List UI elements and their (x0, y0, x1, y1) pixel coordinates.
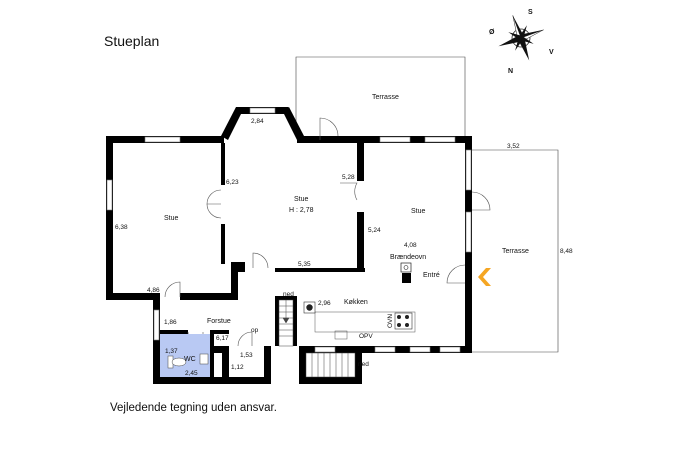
disclaimer-text: Vejledende tegning uden ansvar. (110, 402, 277, 414)
wc-room-upper (160, 334, 210, 353)
label-ovn: OVN (387, 314, 394, 328)
room-terrasse-right: Terrasse (502, 248, 529, 255)
dim-5-28: 5,28 (342, 174, 355, 181)
compass-label-v: V (549, 49, 554, 56)
label-ned-bottom: ned (358, 361, 369, 368)
dim-3-52: 3,52 (507, 143, 520, 150)
windows (106, 107, 472, 353)
interior-walls (160, 143, 365, 380)
dim-2-45: 2,45 (185, 370, 198, 377)
room-entre: Entré (423, 272, 440, 279)
dim-6-38: 6,38 (115, 224, 128, 231)
compass-label-n: N (508, 68, 513, 75)
compass-label-o: Ø (489, 29, 495, 36)
dim-5-35: 5,35 (298, 261, 311, 268)
room-stue-center-height: H : 2,78 (289, 207, 314, 214)
compass-label-s: S (528, 9, 533, 16)
dim-6-23: 6,23 (226, 179, 239, 186)
room-stue-left: Stue (164, 215, 179, 222)
dim-2-96: 2,96 (318, 300, 331, 307)
dim-8-48: 8,48 (560, 248, 573, 255)
dim-1-12: 1,12 (231, 364, 244, 371)
dim-5-24: 5,24 (368, 227, 381, 234)
room-stue-right: Stue (411, 208, 426, 215)
room-wc: WC (184, 356, 196, 363)
room-terrasse-top: Terrasse (372, 94, 399, 101)
dim-1-86: 1,86 (164, 319, 177, 326)
braendeovn-icon (400, 262, 412, 283)
label-opv: OPV (359, 333, 373, 340)
label-braendeovn: Brændeovn (390, 254, 426, 261)
terrasse-right-outline (472, 149, 559, 353)
terrasse-top-outline (295, 56, 466, 137)
label-op: op (251, 327, 259, 334)
kitchen-counter (303, 301, 416, 340)
doors (164, 117, 491, 348)
dim-6-17: 6,17 (216, 335, 229, 342)
label-ned-top: ned (283, 291, 294, 298)
entry-arrow-icon (478, 268, 491, 286)
plan-title: Stueplan (104, 33, 160, 49)
dim-1-37: 1,37 (165, 348, 178, 355)
dim-4-86: 4,86 (147, 287, 160, 294)
dim-1-53: 1,53 (240, 352, 253, 359)
room-forstue: Forstue (207, 318, 231, 325)
dim-4-08: 4,08 (404, 242, 417, 249)
toilet-icon (167, 353, 209, 369)
room-stue-center: Stue (294, 196, 309, 203)
stairs (278, 299, 356, 378)
dim-2-84: 2,84 (251, 118, 264, 125)
room-koekken: Køkken (344, 299, 368, 306)
compass-icon (498, 15, 544, 61)
